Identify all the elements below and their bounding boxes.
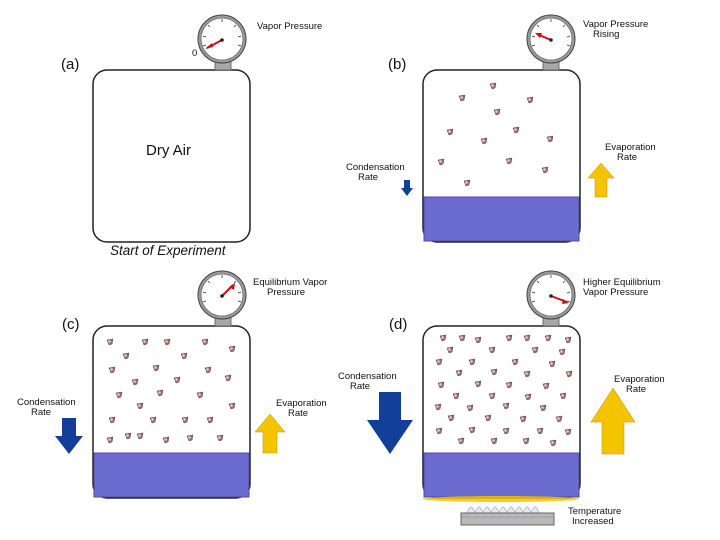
heater-burner <box>423 496 579 526</box>
panel-d <box>367 270 636 526</box>
gauge-label-b: Vapor Pressure Rising <box>583 20 648 40</box>
condensation-arrow-b <box>401 180 413 196</box>
water-b <box>423 196 580 242</box>
dry-air-label: Dry Air <box>146 142 191 159</box>
condensation-label-d: Condensation Rate <box>338 372 410 392</box>
gauge-label-d: Higher Equilibrium Vapor Pressure <box>583 278 661 298</box>
condensation-label-d-line1: Condensation <box>338 371 397 382</box>
evaporation-label-b-line2: Rate <box>617 152 638 163</box>
condensation-label-d-line2: Rate <box>350 381 371 392</box>
evaporation-label-d-line1: Evaporation <box>614 374 665 385</box>
flask-a <box>92 69 251 243</box>
evaporation-label-b-line1: Evaporation <box>605 142 656 153</box>
evaporation-label-d: Evaporation Rate <box>614 375 676 395</box>
panel-b <box>401 14 615 243</box>
gauge-b <box>526 14 576 71</box>
condensation-label-c-line2: Rate <box>31 407 52 418</box>
condensation-label-b-line2: Rate <box>358 172 379 183</box>
evaporation-label-c: Evaporation Rate <box>276 399 338 419</box>
condensation-label-c-line1: Condensation <box>17 397 76 408</box>
evaporation-label-b: Evaporation Rate <box>605 143 665 163</box>
evaporation-arrow-c <box>254 413 286 454</box>
evaporation-arrow-b <box>587 162 615 198</box>
condensation-arrow-d <box>367 392 413 454</box>
water-c <box>93 452 250 498</box>
panel-label-d: (d) <box>389 316 408 333</box>
gauge-label-a: Vapor Pressure <box>257 21 323 32</box>
heater-label-line1: Temperature <box>568 506 622 517</box>
panel-label-a: (a) <box>61 56 80 73</box>
start-caption: Start of Experiment <box>110 243 226 258</box>
condensation-label-c: Condensation Rate <box>17 398 87 418</box>
panel-a <box>92 14 251 243</box>
gauge-label-d-line1: Higher Equilibrium <box>583 277 661 288</box>
heater-label: Temperature Increased <box>568 507 638 527</box>
condensation-label-b: Condensation Rate <box>346 163 416 183</box>
panel-label-c: (c) <box>62 316 80 333</box>
evaporation-label-c-line1: Evaporation <box>276 398 327 409</box>
gauge-label-c-line1: Equilibrium Vapor <box>253 277 328 288</box>
gauge-label-b-line1: Vapor Pressure <box>583 19 649 30</box>
heater-label-line2: Increased <box>572 516 614 527</box>
gauge-d <box>526 270 576 327</box>
gauge-label-c-line2: Pressure <box>267 287 306 298</box>
panel-c <box>55 270 286 499</box>
condensation-label-b-line1: Condensation <box>346 162 405 173</box>
evaporation-arrow-d <box>590 387 636 455</box>
gauge-zero-label: 0 <box>192 48 198 59</box>
gauge-c <box>197 270 247 327</box>
gauge-label-d-line2: Vapor Pressure <box>583 287 649 298</box>
panel-label-b: (b) <box>388 56 407 73</box>
evaporation-label-c-line2: Rate <box>288 408 309 419</box>
condensation-arrow-c <box>55 418 83 454</box>
gauge-label-c: Equilibrium Vapor Pressure <box>253 278 327 298</box>
gauge-a <box>197 14 247 71</box>
evaporation-label-d-line2: Rate <box>626 384 647 395</box>
water-d <box>423 452 580 498</box>
gauge-label-b-line2: Rising <box>593 29 620 40</box>
